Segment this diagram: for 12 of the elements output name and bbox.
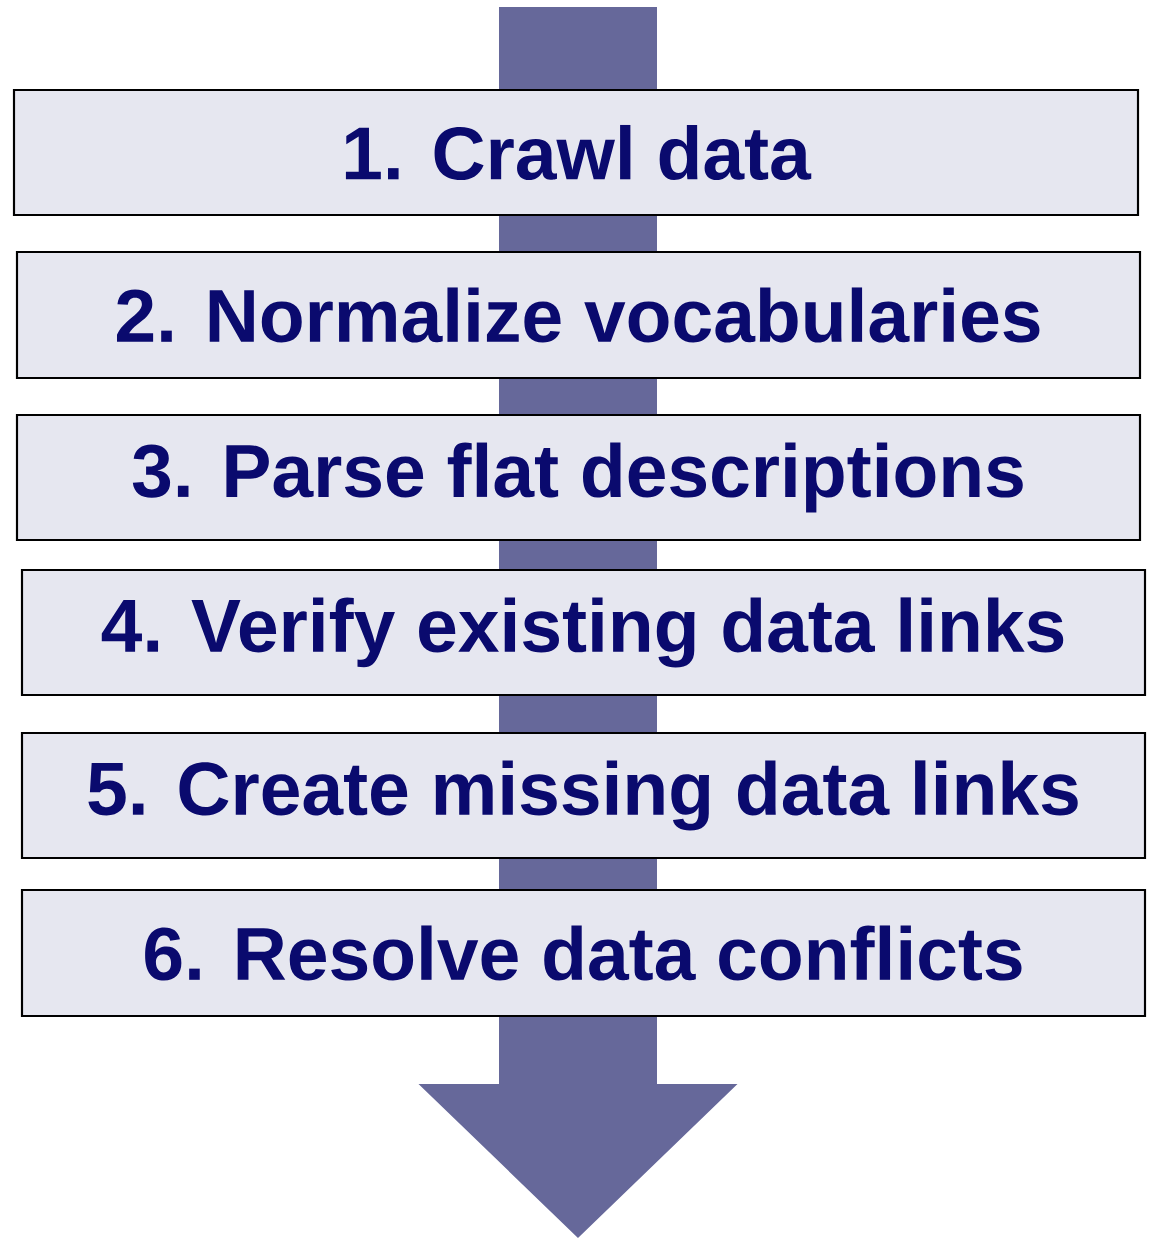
flow-band [499,379,657,414]
step-box: 5. Create missing data links [20,731,1147,860]
step-box: 4. Verify existing data links [20,568,1147,697]
step-box: 3. Parse flat descriptions [15,413,1142,542]
flow-band [499,7,657,89]
flow-band [499,859,657,889]
step-box: 6. Resolve data conflicts [20,888,1147,1018]
step-box: 2. Normalize vocabularies [15,250,1142,380]
flow-band [499,216,657,251]
flow-band [499,541,657,569]
arrow [418,1017,738,1238]
step-box: 1. Crawl data [12,88,1140,217]
